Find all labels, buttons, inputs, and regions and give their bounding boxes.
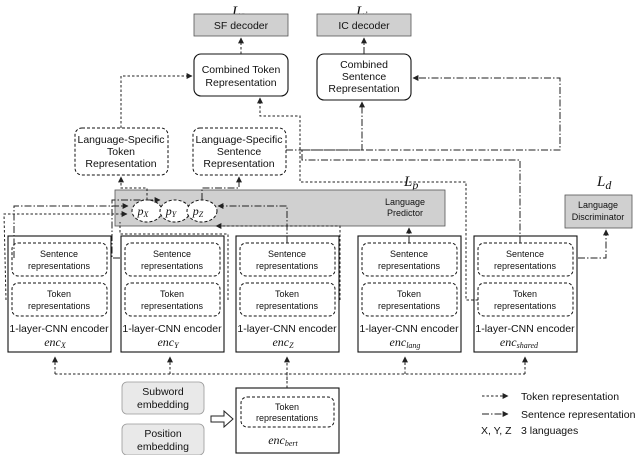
svg-text:encbert: encbert: [268, 433, 298, 448]
bert-encoder: Token representations encbert: [235, 387, 340, 454]
encoder-x: Sentence representations Token represent…: [7, 235, 112, 353]
legend-xyz-value: 3 languages: [521, 425, 578, 437]
loss-label-language-predictor: Lp: [403, 174, 418, 192]
svg-text:1-layer-CNN encoder: 1-layer-CNN encoder: [122, 323, 222, 335]
svg-text:representations: representations: [141, 261, 204, 271]
svg-text:Sentence: Sentence: [342, 71, 387, 83]
language-specific-token-representation: Language-Specific Token Representation: [74, 127, 169, 176]
ic-decoder-label: IC decoder: [338, 20, 390, 32]
svg-text:representations: representations: [256, 413, 319, 423]
embedding-to-bert-arrow: [210, 409, 234, 429]
svg-text:Sentence: Sentence: [217, 146, 262, 158]
svg-text:representations: representations: [378, 261, 441, 271]
svg-text:encshared: encshared: [500, 335, 539, 350]
arrow-enc-shared-to-discriminator: [578, 229, 609, 259]
svg-text:encY: encY: [157, 335, 180, 350]
svg-text:Subword: Subword: [142, 386, 184, 398]
arrow-enc-z-token-to-pz: [215, 223, 341, 300]
language-discriminator-box: Language Discriminator: [564, 194, 633, 229]
svg-text:Representation: Representation: [203, 158, 274, 170]
svg-text:Sentence: Sentence: [506, 249, 544, 259]
svg-text:Discriminator: Discriminator: [572, 212, 625, 222]
predictor-py: pY: [159, 199, 191, 223]
predictor-px: pX: [131, 199, 163, 223]
svg-text:pX: pX: [137, 204, 150, 219]
svg-text:Token: Token: [275, 289, 299, 299]
svg-text:Sentence: Sentence: [268, 249, 306, 259]
svg-text:1-layer-CNN encoder: 1-layer-CNN encoder: [237, 323, 337, 335]
legend-xyz-key: X, Y, Z: [481, 425, 512, 437]
svg-text:enclang: enclang: [390, 335, 421, 350]
legend: Token representation Sentence representa…: [481, 391, 636, 437]
combined-sentence-representation: Combined Sentence Representation: [316, 53, 412, 101]
svg-text:representations: representations: [256, 301, 319, 311]
encoder-lang: Sentence representations Token represent…: [357, 235, 462, 353]
encoder-shared: Sentence representations Token represent…: [473, 235, 578, 353]
svg-text:representations: representations: [256, 261, 319, 271]
svg-text:pZ: pZ: [192, 204, 204, 219]
svg-text:representations: representations: [494, 261, 557, 271]
svg-text:Token: Token: [275, 402, 299, 412]
svg-text:Token: Token: [397, 289, 421, 299]
arrow-px-to-lang-token: [118, 176, 148, 200]
svg-text:representations: representations: [378, 301, 441, 311]
arrow-pz-to-lang-sentence: [201, 176, 242, 200]
svg-text:Language: Language: [385, 197, 425, 207]
subword-embedding-box: Subword embedding: [121, 381, 205, 415]
legend-sentence-label: Sentence representation: [521, 409, 636, 421]
encoder-y: Sentence representations Token represent…: [120, 235, 225, 353]
svg-text:Sentence: Sentence: [40, 249, 78, 259]
arrow-lang-token-to-combined-token: [120, 73, 193, 128]
svg-text:Token: Token: [513, 289, 537, 299]
svg-text:encX: encX: [44, 335, 67, 350]
svg-text:1-layer-CNN encoder: 1-layer-CNN encoder: [9, 323, 109, 335]
arrow-enc-x-sentence-to-px: [13, 203, 129, 258]
predictor-pz: pZ: [186, 199, 218, 223]
svg-text:1-layer-CNN encoder: 1-layer-CNN encoder: [359, 323, 459, 335]
svg-text:Position: Position: [144, 428, 182, 440]
position-embedding-box: Position embedding: [121, 423, 205, 455]
svg-text:Token: Token: [160, 289, 184, 299]
svg-text:embedding: embedding: [137, 441, 189, 453]
svg-text:Combined: Combined: [340, 59, 388, 71]
svg-text:Token: Token: [107, 146, 135, 158]
encoder-z: Sentence representations Token represent…: [235, 235, 340, 353]
svg-text:Sentence: Sentence: [153, 249, 191, 259]
combined-token-representation: Combined Token Representation: [193, 53, 289, 97]
arrow-enc-shared-token-to-combined-token: [257, 97, 478, 301]
svg-text:representations: representations: [28, 261, 91, 271]
svg-text:representations: representations: [28, 301, 91, 311]
ic-decoder-box: IC decoder: [316, 13, 412, 37]
arrow-lang-sentence-to-combined-sentence: [286, 101, 365, 151]
arrow-enc-y-sentence-to-py: [111, 197, 161, 259]
svg-text:pY: pY: [165, 204, 178, 219]
svg-text:Language-Specific: Language-Specific: [196, 134, 283, 146]
svg-text:Token: Token: [47, 289, 71, 299]
svg-text:Combined Token: Combined Token: [202, 64, 281, 76]
svg-text:Representation: Representation: [328, 83, 399, 95]
arrow-enc-shared-sentence-to-combined-sentence: [301, 75, 561, 243]
arrow-enc-y-token-up: [119, 222, 229, 300]
svg-text:embedding: embedding: [137, 399, 189, 411]
svg-text:Language: Language: [578, 200, 618, 210]
svg-text:Representation: Representation: [205, 77, 276, 89]
sf-decoder-label: SF decoder: [214, 20, 269, 32]
sf-decoder-box: SF decoder: [193, 13, 289, 37]
svg-text:1-layer-CNN encoder: 1-layer-CNN encoder: [475, 323, 575, 335]
arrow-enc-x-token-to-px: [3, 211, 128, 301]
svg-text:encZ: encZ: [272, 335, 294, 350]
svg-text:Language-Specific: Language-Specific: [78, 134, 165, 146]
svg-text:Representation: Representation: [85, 158, 156, 170]
svg-text:Predictor: Predictor: [387, 208, 423, 218]
legend-token-label: Token representation: [521, 391, 619, 403]
svg-text:representations: representations: [141, 301, 204, 311]
svg-text:Sentence: Sentence: [390, 249, 428, 259]
svg-text:representations: representations: [494, 301, 557, 311]
loss-label-language-discriminator: Ld: [596, 174, 612, 192]
language-specific-sentence-representation: Language-Specific Sentence Representatio…: [192, 127, 287, 176]
